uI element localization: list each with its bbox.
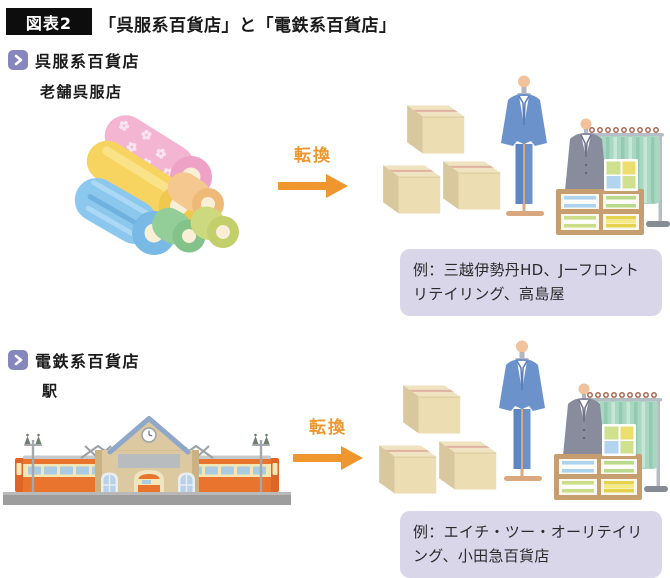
arched-window: [101, 472, 195, 494]
apparel-store-illustration-2: [498, 339, 669, 501]
cardboard-boxes-illustration-1: [382, 100, 502, 218]
station-sign: [118, 454, 180, 468]
section-heading-label: 呉服系百貨店: [35, 51, 141, 71]
figure-number-badge: 図表2: [6, 8, 92, 35]
fabric-rolls-illustration: [74, 115, 239, 255]
source-label-gofuku: 老舗呉服店: [40, 83, 123, 101]
station-building: [95, 416, 199, 494]
conversion-arrow-label: 転換: [309, 418, 347, 438]
platform: [3, 492, 291, 505]
conversion-arrow-label: 転換: [294, 146, 332, 166]
example-companies-gofuku: 例：三越伊勢丹HD、Jーフロントリテイリング、高島屋: [400, 249, 662, 316]
conversion-arrow-2: 転換: [293, 420, 363, 471]
right-arrow-icon: [278, 174, 348, 198]
figure-title: 「呉服系百貨店」と「電鉄系百貨店」: [99, 16, 397, 36]
cardboard-boxes-illustration-2: [378, 380, 498, 498]
conversion-arrow-1: 転換: [278, 148, 348, 199]
apparel-store-illustration-1: [500, 74, 670, 236]
chevron-right-icon: [8, 49, 28, 70]
right-arrow-icon: [293, 446, 363, 470]
source-label-station: 駅: [42, 382, 59, 400]
train-station-illustration: [3, 416, 291, 505]
section-dentetsu-heading: 電鉄系百貨店: [8, 349, 141, 371]
chevron-right-icon: [8, 349, 28, 370]
section-gofuku-heading: 呉服系百貨店: [8, 49, 141, 71]
section-heading-label: 電鉄系百貨店: [35, 351, 141, 371]
example-companies-dentetsu: 例：エイチ・ツー・オーリテイリング、小田急百貨店: [400, 511, 662, 578]
